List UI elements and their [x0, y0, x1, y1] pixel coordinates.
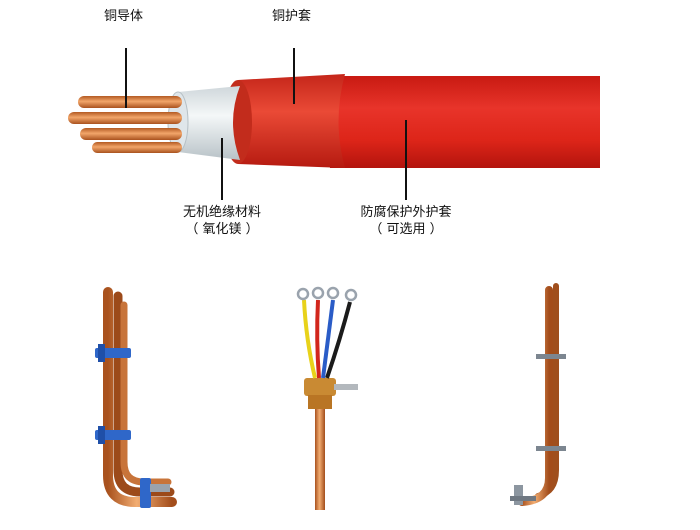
label-insulation: 无机绝缘材料 （ 氧化镁 ）: [176, 204, 268, 238]
clip: [536, 354, 566, 359]
outer-protective-sheath: [324, 76, 600, 168]
ring-terminal: [311, 286, 325, 300]
wire-red: [315, 299, 321, 379]
cable-bend-front: [103, 287, 177, 507]
ring-terminal: [326, 286, 340, 300]
leader-lines: [125, 48, 407, 200]
gland-body: [308, 395, 332, 409]
clamp-bolt: [98, 426, 105, 444]
label-insulation-name: 无机绝缘材料: [182, 205, 261, 220]
ring-terminal: [344, 288, 358, 302]
wire-yellow: [302, 299, 317, 379]
cable-bend-front: [518, 286, 553, 506]
clamp-plate: [150, 484, 170, 492]
conductor: [92, 142, 182, 153]
copper-sheath: [230, 74, 345, 168]
clamp-bolt: [98, 344, 105, 362]
clip: [536, 446, 566, 451]
cable-bend-inner: [120, 301, 172, 486]
label-outer-sheath-name: 防腐保护外护套: [360, 205, 452, 220]
gland-nut: [304, 378, 336, 396]
clip-bolt: [514, 485, 523, 505]
cable-stem: [315, 392, 325, 510]
mineral-insulation: [178, 86, 240, 160]
cable-cutaway: [68, 74, 600, 168]
clamp: [140, 478, 151, 508]
gland-flange: [334, 384, 358, 390]
label-insulation-material: （ 氧化镁 ）: [185, 222, 259, 237]
conductor: [80, 128, 182, 140]
clip: [510, 496, 536, 501]
copper-conductors: [68, 96, 182, 153]
cable-bend-back: [113, 291, 175, 497]
label-copper-sheath: 铜护套: [272, 9, 312, 24]
ring-terminal: [296, 287, 310, 301]
label-outer-sheath: 防腐保护外护套 （ 可选用 ）: [352, 204, 460, 238]
conductor: [68, 112, 182, 124]
conductor: [78, 96, 182, 108]
photo-left-cable-bend: [95, 287, 177, 508]
photo-right-single-bend: [510, 283, 566, 506]
wire-black: [325, 301, 352, 379]
label-outer-sheath-optional: （ 可选用 ）: [369, 222, 443, 237]
label-copper-conductor: 铜导体: [104, 9, 144, 24]
photo-center-termination: [296, 286, 358, 510]
wire-blue: [321, 299, 335, 379]
